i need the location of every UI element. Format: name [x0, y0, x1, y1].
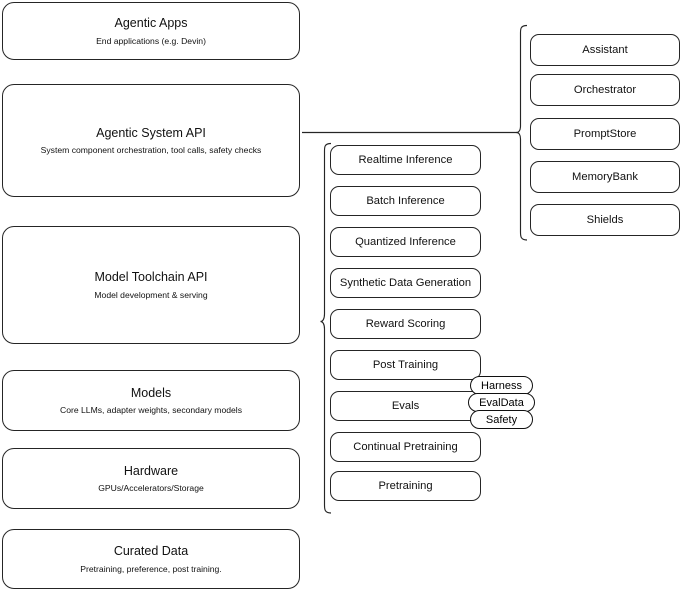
- system-pill-orchestrator[interactable]: Orchestrator: [530, 74, 680, 106]
- toolchain-pill-post-training[interactable]: Post Training: [330, 350, 481, 380]
- layer-subtitle: System component orchestration, tool cal…: [40, 145, 262, 156]
- evals-chip-safety[interactable]: Safety: [470, 410, 533, 429]
- layer-title: Hardware: [123, 463, 179, 478]
- layer-box-model-toolchain-api[interactable]: Model Toolchain API Model development & …: [2, 226, 300, 344]
- pill-label: MemoryBank: [572, 171, 638, 183]
- toolchain-pill-pretraining[interactable]: Pretraining: [330, 471, 481, 501]
- layer-box-models[interactable]: Models Core LLMs, adapter weights, secon…: [2, 370, 300, 431]
- layer-subtitle: Pretraining, preference, post training.: [80, 563, 222, 574]
- toolchain-pill-quantized-inference[interactable]: Quantized Inference: [330, 227, 481, 257]
- pill-label: Continual Pretraining: [353, 441, 458, 453]
- layer-subtitle: Core LLMs, adapter weights, secondary mo…: [60, 405, 242, 416]
- toolchain-pill-synthetic-data-generation[interactable]: Synthetic Data Generation: [330, 268, 481, 298]
- chip-label: Safety: [485, 413, 518, 426]
- toolchain-pill-evals[interactable]: Evals: [330, 391, 481, 421]
- toolchain-pill-continual-pretraining[interactable]: Continual Pretraining: [330, 432, 481, 462]
- layer-subtitle: Model development & serving: [94, 289, 208, 300]
- pill-label: Quantized Inference: [355, 236, 456, 248]
- system-pill-memorybank[interactable]: MemoryBank: [530, 161, 680, 193]
- chip-label: EvalData: [479, 396, 524, 409]
- pill-label: Shields: [586, 214, 624, 226]
- layer-title: Model Toolchain API: [94, 270, 208, 285]
- layer-box-agentic-system-api[interactable]: Agentic System API System component orch…: [2, 84, 300, 197]
- layer-title: Models: [130, 385, 172, 400]
- system-pill-promptstore[interactable]: PromptStore: [530, 118, 680, 150]
- system-pill-assistant[interactable]: Assistant: [530, 34, 680, 66]
- pill-label: Orchestrator: [573, 84, 637, 96]
- pill-label: Assistant: [582, 44, 628, 56]
- pill-label: PromptStore: [573, 128, 637, 140]
- pill-label: Pretraining: [378, 480, 433, 492]
- pill-label: Post Training: [372, 359, 439, 371]
- layer-box-curated-data[interactable]: Curated Data Pretraining, preference, po…: [2, 529, 300, 589]
- system-components-brace: [516, 24, 528, 241]
- pill-label: Realtime Inference: [358, 154, 453, 166]
- toolchain-pill-realtime-inference[interactable]: Realtime Inference: [330, 145, 481, 175]
- layer-subtitle: GPUs/Accelerators/Storage: [98, 483, 204, 494]
- layer-subtitle: End applications (e.g. Devin): [96, 35, 206, 46]
- layer-title: Agentic System API: [96, 125, 206, 140]
- layer-title: Agentic Apps: [114, 16, 188, 31]
- chip-label: Harness: [481, 379, 522, 392]
- layer-box-agentic-apps[interactable]: Agentic Apps End applications (e.g. Devi…: [2, 2, 300, 60]
- toolchain-pill-batch-inference[interactable]: Batch Inference: [330, 186, 481, 216]
- pill-label: Reward Scoring: [365, 318, 446, 330]
- pill-label: Batch Inference: [366, 195, 445, 207]
- system-pill-shields[interactable]: Shields: [530, 204, 680, 236]
- layer-box-hardware[interactable]: Hardware GPUs/Accelerators/Storage: [2, 448, 300, 509]
- pill-label: Evals: [391, 400, 420, 412]
- layer-title: Curated Data: [113, 544, 189, 559]
- pill-label: Synthetic Data Generation: [339, 277, 472, 289]
- toolchain-pill-reward-scoring[interactable]: Reward Scoring: [330, 309, 481, 339]
